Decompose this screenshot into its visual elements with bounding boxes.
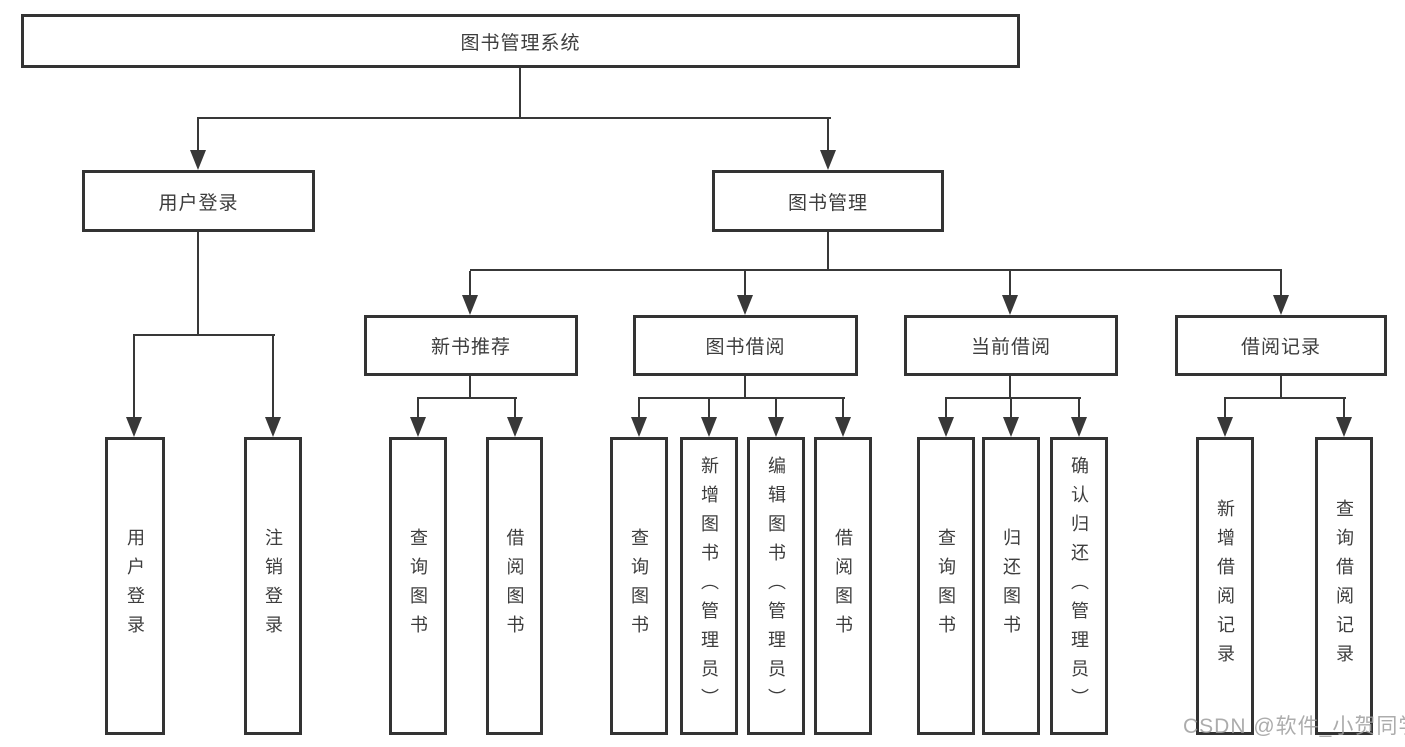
connector-line xyxy=(470,269,1282,271)
node-borrowing-records: 借阅记录 xyxy=(1175,315,1387,376)
connector-line xyxy=(708,399,710,418)
connector-line xyxy=(1224,399,1226,418)
arrow-down-icon xyxy=(820,150,836,170)
leaf-borrowing-add-books-admin: 新增图书（管理员） xyxy=(680,437,738,735)
leaf-borrowing-query-books: 查询图书 xyxy=(610,437,668,735)
leaf-current-confirm-return-admin: 确认归还（管理员） xyxy=(1050,437,1108,735)
connector-line xyxy=(827,119,829,152)
arrow-down-icon xyxy=(190,150,206,170)
connector-line xyxy=(519,68,521,119)
connector-line xyxy=(133,336,135,418)
node-user-login: 用户登录 xyxy=(82,170,315,232)
leaf-borrowing-borrow-books: 借阅图书 xyxy=(814,437,872,735)
connector-line xyxy=(1010,399,1012,418)
connector-line xyxy=(1280,271,1282,296)
arrow-down-icon xyxy=(1336,417,1352,437)
node-root-library-system: 图书管理系统 xyxy=(21,14,1020,68)
connector-line xyxy=(197,119,199,152)
connector-line xyxy=(638,397,845,399)
arrow-down-icon xyxy=(265,417,281,437)
leaf-records-query-record: 查询借阅记录 xyxy=(1315,437,1373,735)
connector-line xyxy=(945,397,1081,399)
leaf-borrowing-edit-books-admin: 编辑图书（管理员） xyxy=(747,437,805,735)
connector-line xyxy=(744,375,746,399)
arrow-down-icon xyxy=(835,417,851,437)
connector-line xyxy=(469,271,471,296)
connector-line xyxy=(469,375,471,399)
connector-line xyxy=(1009,375,1011,399)
connector-line xyxy=(842,399,844,418)
connector-line xyxy=(1078,399,1080,418)
arrow-down-icon xyxy=(1002,295,1018,315)
arrow-down-icon xyxy=(938,417,954,437)
arrow-down-icon xyxy=(1217,417,1233,437)
connector-line xyxy=(197,117,831,119)
connector-line xyxy=(1224,397,1346,399)
connector-line xyxy=(133,334,275,336)
connector-line xyxy=(272,336,274,418)
leaf-records-add-record: 新增借阅记录 xyxy=(1196,437,1254,735)
connector-line xyxy=(417,399,419,418)
node-book-borrowing: 图书借阅 xyxy=(633,315,858,376)
arrow-down-icon xyxy=(737,295,753,315)
leaf-user-login: 用户登录 xyxy=(105,437,165,735)
leaf-logout-login: 注销登录 xyxy=(244,437,302,735)
connector-line xyxy=(945,399,947,418)
arrow-down-icon xyxy=(768,417,784,437)
connector-line xyxy=(197,232,199,336)
arrow-down-icon xyxy=(1273,295,1289,315)
connector-line xyxy=(514,399,516,418)
arrow-down-icon xyxy=(1071,417,1087,437)
leaf-current-query-books: 查询图书 xyxy=(917,437,975,735)
leaf-current-return-books: 归还图书 xyxy=(982,437,1040,735)
connector-line xyxy=(827,232,829,271)
csdn-watermark: CSDN @软件_小贺同学 xyxy=(1183,715,1405,738)
leaf-newbooks-borrow-books: 借阅图书 xyxy=(486,437,543,735)
connector-line xyxy=(638,399,640,418)
arrow-down-icon xyxy=(410,417,426,437)
leaf-newbooks-query-books: 查询图书 xyxy=(389,437,447,735)
connector-line xyxy=(417,397,517,399)
connector-line xyxy=(1343,399,1345,418)
connector-line xyxy=(744,271,746,296)
arrow-down-icon xyxy=(701,417,717,437)
connector-line xyxy=(1280,375,1282,399)
node-current-borrowing: 当前借阅 xyxy=(904,315,1118,376)
arrow-down-icon xyxy=(462,295,478,315)
node-book-management: 图书管理 xyxy=(712,170,944,232)
arrow-down-icon xyxy=(631,417,647,437)
connector-line xyxy=(1009,271,1011,296)
arrow-down-icon xyxy=(507,417,523,437)
node-new-book-recommend: 新书推荐 xyxy=(364,315,578,376)
arrow-down-icon xyxy=(126,417,142,437)
connector-line xyxy=(775,399,777,418)
arrow-down-icon xyxy=(1003,417,1019,437)
